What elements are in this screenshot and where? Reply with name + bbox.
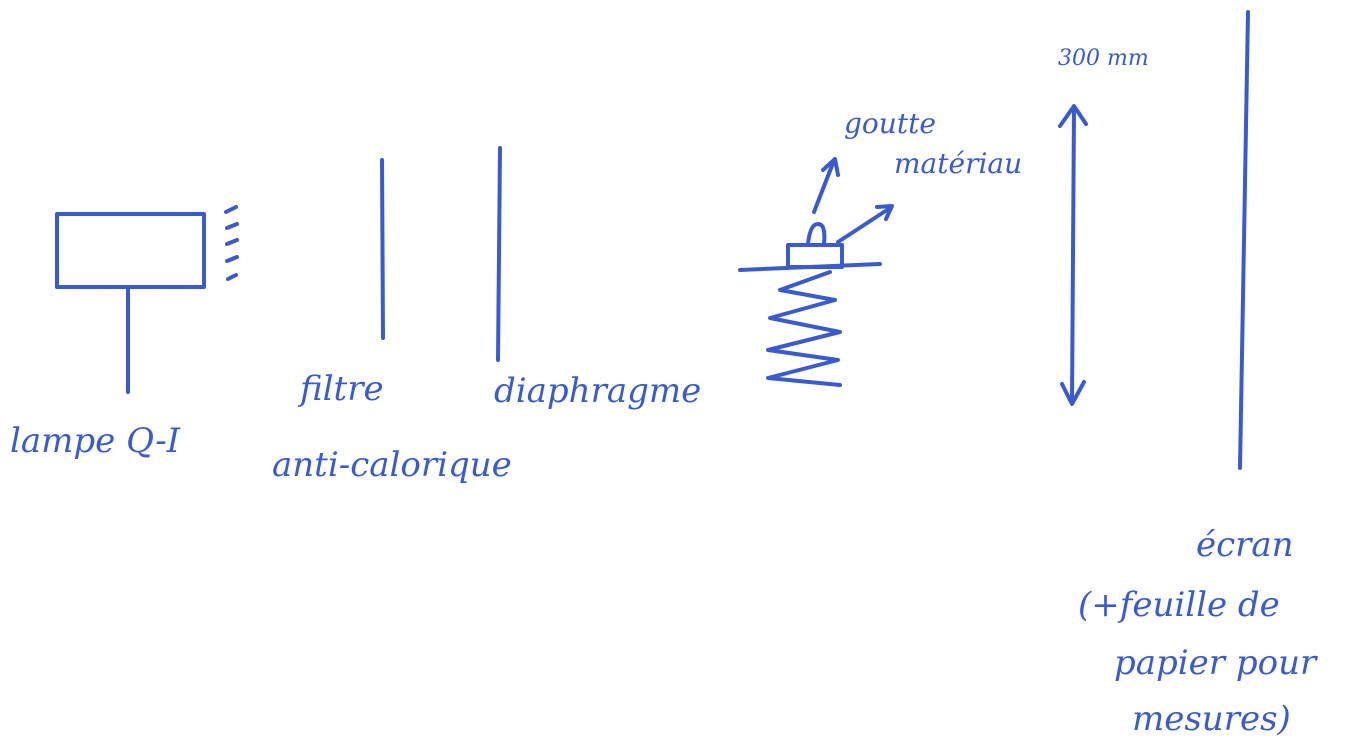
spring	[766, 270, 842, 387]
diaphragm-label: diaphragme	[494, 371, 702, 411]
diaphragm	[496, 146, 502, 362]
material-block	[786, 243, 844, 269]
distance-label: 300 mm	[1058, 46, 1149, 71]
distance-double-arrow	[1058, 104, 1088, 406]
sample-stage	[738, 222, 882, 387]
filter-label-line2: anti-calorique	[272, 445, 512, 485]
lamp	[55, 205, 239, 394]
screen-label-line4: mesures)	[1132, 699, 1291, 739]
screen-label-line3: papier pour	[1114, 643, 1317, 683]
screen-label-line2: (+feuille de	[1078, 585, 1280, 625]
lamp-label: lampe Q-I	[10, 421, 181, 461]
screen	[1238, 10, 1250, 470]
material-pointer-arrow	[836, 204, 894, 244]
filter-label-line1: filtre	[300, 369, 384, 409]
drop-shape	[806, 222, 827, 246]
material-label: matériau	[894, 147, 1023, 180]
screen-label-line1: écran	[1196, 525, 1294, 565]
light-emission-dashes	[224, 205, 239, 281]
heat-filter	[380, 158, 385, 340]
drop-pointer-arrow	[812, 157, 840, 214]
drop-label: goutte	[844, 107, 936, 140]
lamp-housing	[55, 212, 206, 289]
